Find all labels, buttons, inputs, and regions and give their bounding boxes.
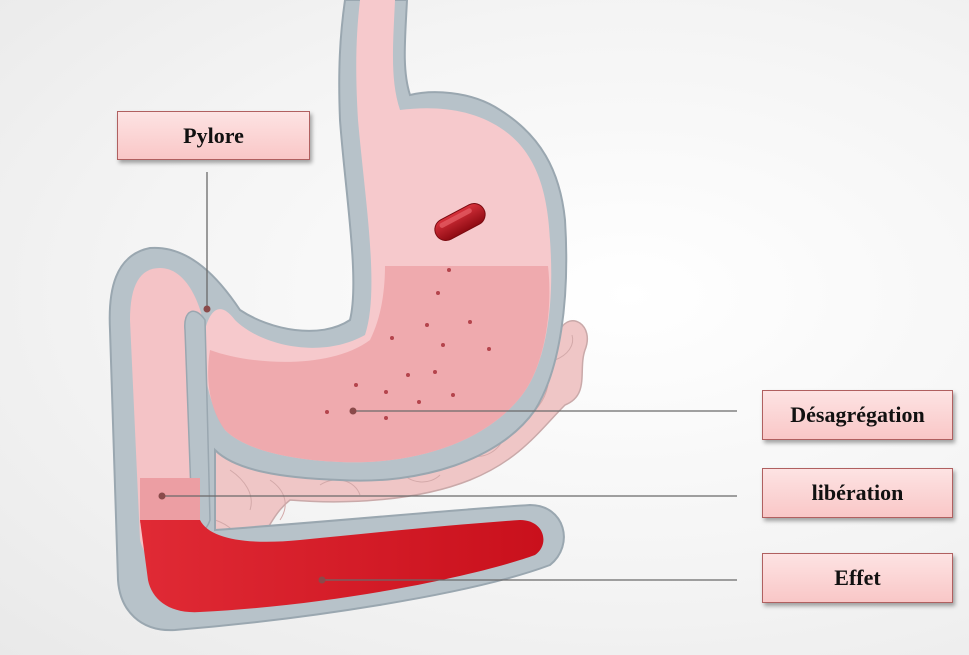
- label-effet: Effet: [762, 553, 953, 603]
- liberation-zone: [140, 478, 200, 523]
- label-effet-text: Effet: [834, 565, 880, 591]
- label-desagregation: Désagrégation: [762, 390, 953, 440]
- label-liberation-text: libération: [812, 480, 904, 506]
- label-liberation: libération: [762, 468, 953, 518]
- label-desagregation-text: Désagrégation: [790, 402, 924, 428]
- label-pylore-text: Pylore: [183, 123, 244, 149]
- label-pylore: Pylore: [117, 111, 310, 160]
